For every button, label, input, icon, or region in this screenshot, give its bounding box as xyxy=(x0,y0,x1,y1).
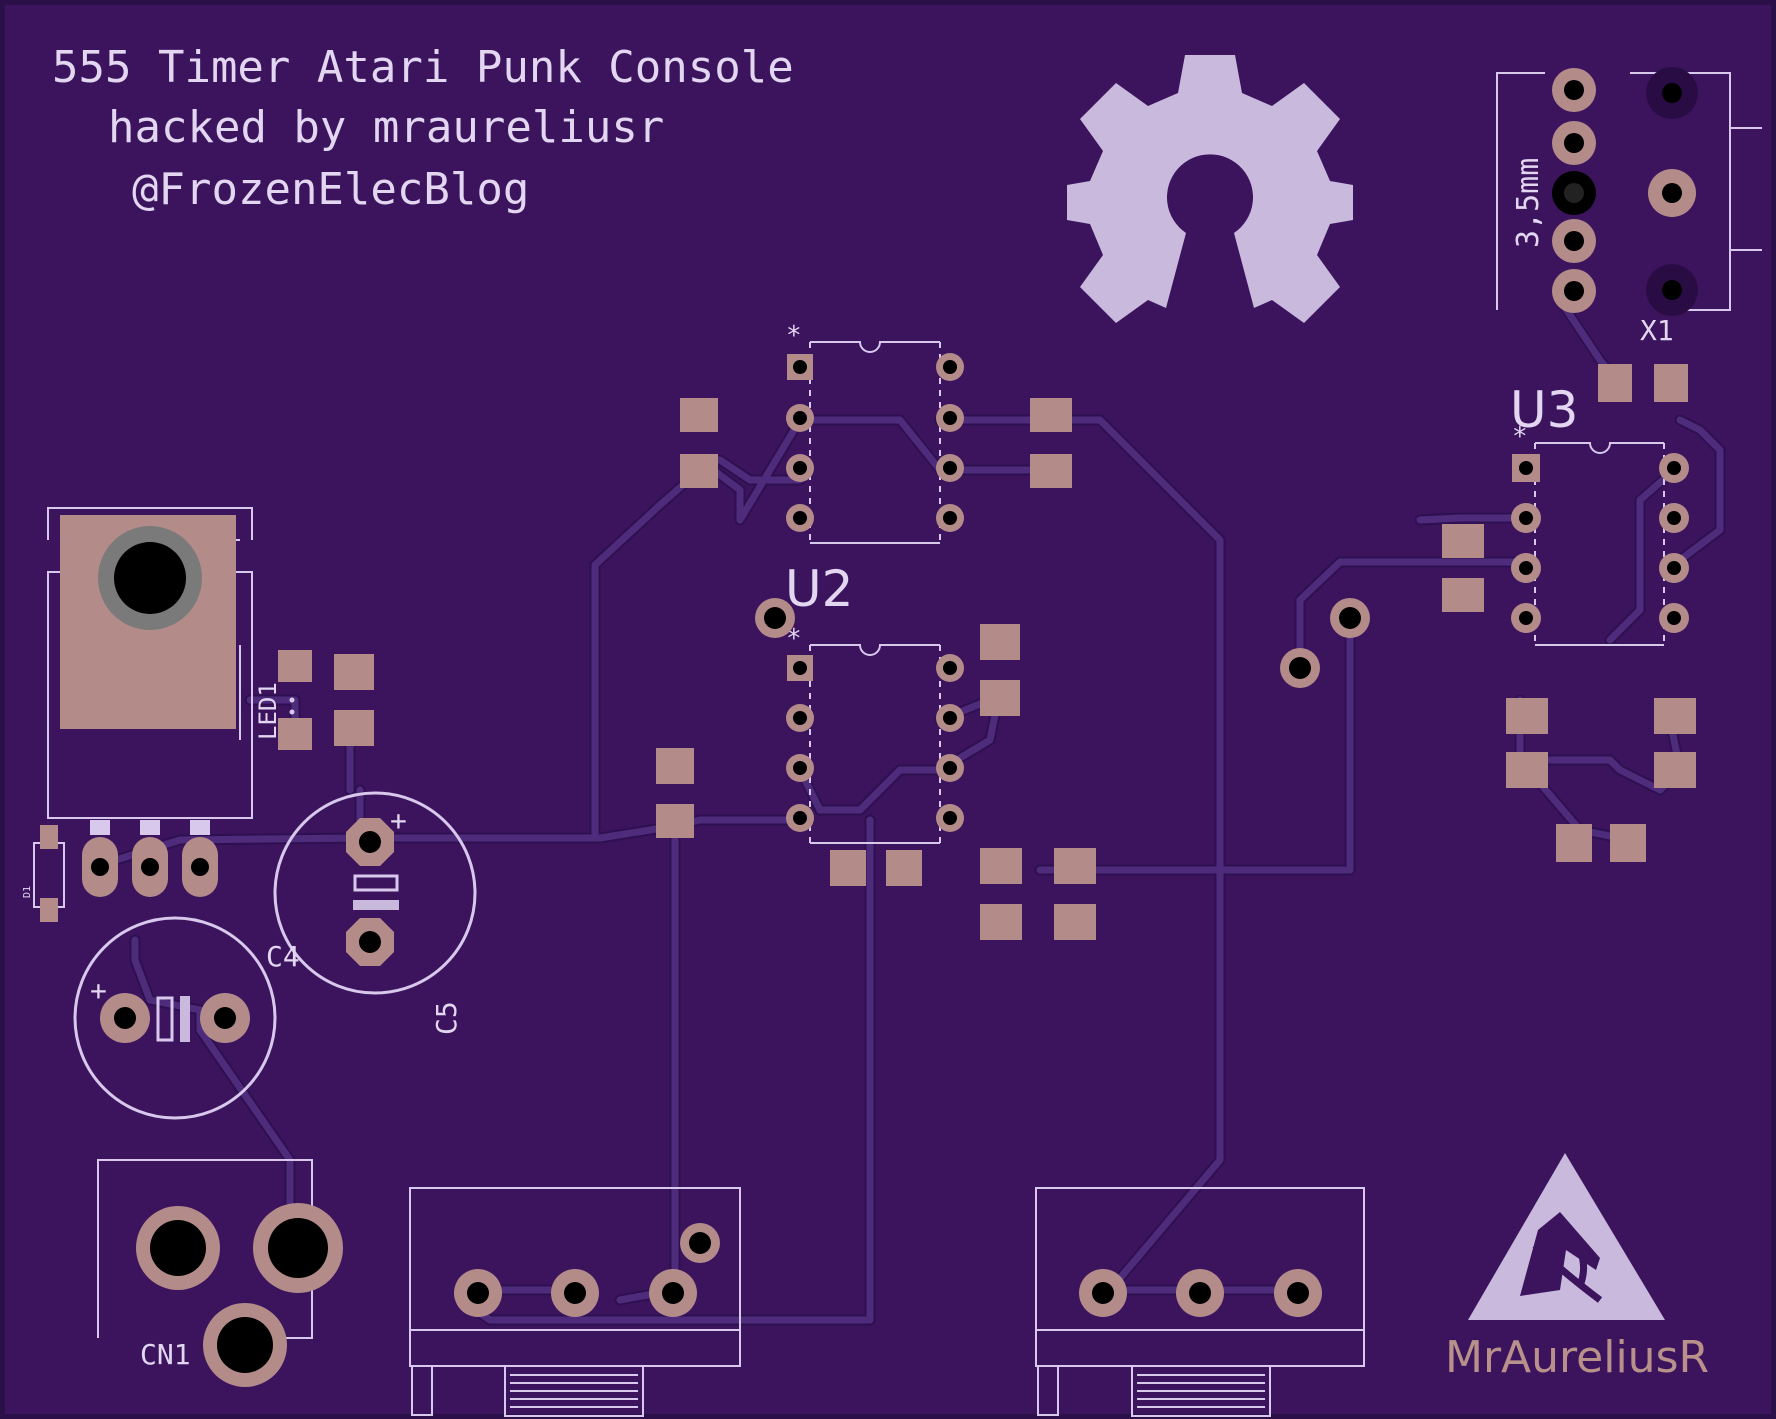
cn1-label: CN1 xyxy=(140,1338,191,1371)
ic-u1-footprint: * xyxy=(786,321,964,544)
c5-plus: + xyxy=(390,804,407,837)
capacitor-c5: + C5 C4 xyxy=(266,791,477,1035)
ic-u2-footprint: U2 * xyxy=(785,560,964,844)
voltage-regulator: LED1 xyxy=(47,507,295,897)
board-handle: @FrozenElecBlog xyxy=(132,164,529,215)
vias xyxy=(680,598,1370,1263)
board-title: 555 Timer Atari Punk Console xyxy=(52,42,794,93)
potentiometer-left xyxy=(409,1187,741,1417)
open-hardware-gear-icon xyxy=(1067,55,1353,323)
d1-label: D1 xyxy=(22,886,33,898)
jack-size-label: 3,5mm xyxy=(1511,158,1546,248)
potentiometer-right xyxy=(1035,1187,1365,1417)
pin1-marker: * xyxy=(786,321,802,351)
dc-jack-cn1: CN1 xyxy=(97,1159,343,1387)
diode-d1: D1 xyxy=(22,825,65,922)
esd-warning-triangle-icon xyxy=(1468,1153,1665,1320)
smd-pads xyxy=(278,364,1696,940)
audio-jack-x1: 3,5mm X1 xyxy=(1496,67,1762,347)
capacitor-c4: + xyxy=(73,916,277,1120)
pin1-marker: * xyxy=(786,624,802,654)
pin1-marker: * xyxy=(1512,422,1528,452)
c4-plus: + xyxy=(90,974,107,1007)
board-subtitle: hacked by mraureliusr xyxy=(108,102,664,153)
designer-signature: MrAureliusR xyxy=(1445,1332,1709,1383)
ic-u2-label: U2 xyxy=(785,560,853,618)
x1-label: X1 xyxy=(1640,314,1674,347)
led1-label: LED1 xyxy=(254,682,282,740)
ic-u3-footprint: U3 * xyxy=(1510,381,1689,646)
c5-label: C5 xyxy=(430,1001,463,1035)
ic-u3-label: U3 xyxy=(1510,381,1578,439)
c4-label: C4 xyxy=(266,940,300,973)
